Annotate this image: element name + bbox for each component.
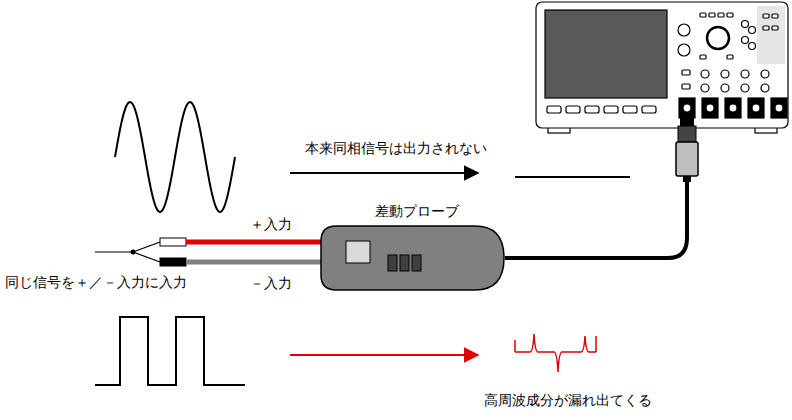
note-text: 本来同相信号は出力されない (305, 140, 487, 157)
signal-name: －入力 (250, 275, 292, 292)
input-leads (95, 238, 322, 266)
oscilloscope (536, 2, 788, 133)
note-text: 高周波成分が漏れ出てくる (484, 392, 652, 409)
note-text: 同じ信号を＋／－入力に入力 (5, 274, 187, 291)
probe-label: 差動プローブ (375, 203, 459, 220)
flat-output (515, 176, 630, 178)
square-wave (95, 317, 245, 385)
leak-spikes (515, 334, 596, 372)
probe-body: 差動プローブ (320, 225, 505, 291)
probe-outline (320, 225, 505, 291)
sine-wave (115, 102, 235, 212)
arrow (290, 172, 478, 174)
probe-cable (505, 118, 698, 258)
arrow (290, 354, 478, 356)
signal-name: ＋入力 (250, 216, 292, 233)
